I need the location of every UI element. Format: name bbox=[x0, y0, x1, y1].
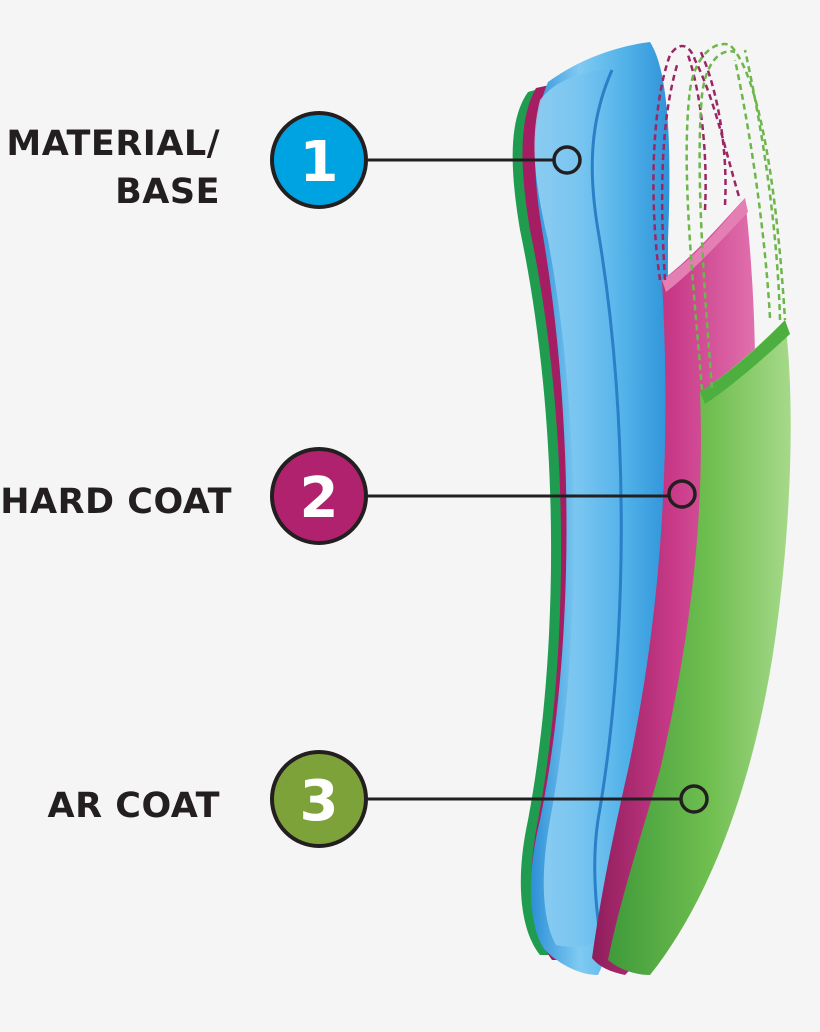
layer-badge-2: 2 bbox=[270, 447, 368, 545]
ar-coat-layer bbox=[608, 320, 791, 975]
hard-coat-edge bbox=[662, 198, 748, 292]
layer-label-line: AR COAT bbox=[47, 786, 220, 826]
layer-number-2: 2 bbox=[300, 466, 339, 531]
layer-badge-1: 1 bbox=[270, 111, 368, 209]
base-material-face bbox=[534, 70, 622, 947]
layer-label-line: HARD COAT bbox=[0, 482, 232, 522]
leader-end-ring-3 bbox=[679, 784, 709, 814]
layer-label-ar-coat: AR COAT bbox=[48, 782, 220, 830]
leader-end-ring-1 bbox=[552, 145, 582, 175]
layer-label-line: MATERIAL/ bbox=[6, 124, 220, 164]
ar-coat-edge bbox=[700, 320, 790, 404]
layer-number-3: 3 bbox=[300, 769, 339, 834]
ar-coat-peel-outline-inner bbox=[733, 49, 782, 321]
layer-number-1: 1 bbox=[300, 130, 339, 195]
ar-coat-peel-outline bbox=[685, 42, 787, 391]
layer-label-line: BASE bbox=[115, 172, 220, 212]
layer-label-material-base: MATERIAL/ BASE bbox=[6, 120, 220, 216]
leader-end-ring-2 bbox=[667, 479, 697, 509]
layer-badge-3: 3 bbox=[270, 750, 368, 848]
hard-coat-peel-outline bbox=[652, 44, 742, 281]
hard-coat-peel-outline-inner bbox=[686, 49, 727, 211]
base-material-edge-highlight bbox=[590, 69, 623, 936]
layer-label-hard-coat: HARD COAT bbox=[0, 478, 232, 526]
